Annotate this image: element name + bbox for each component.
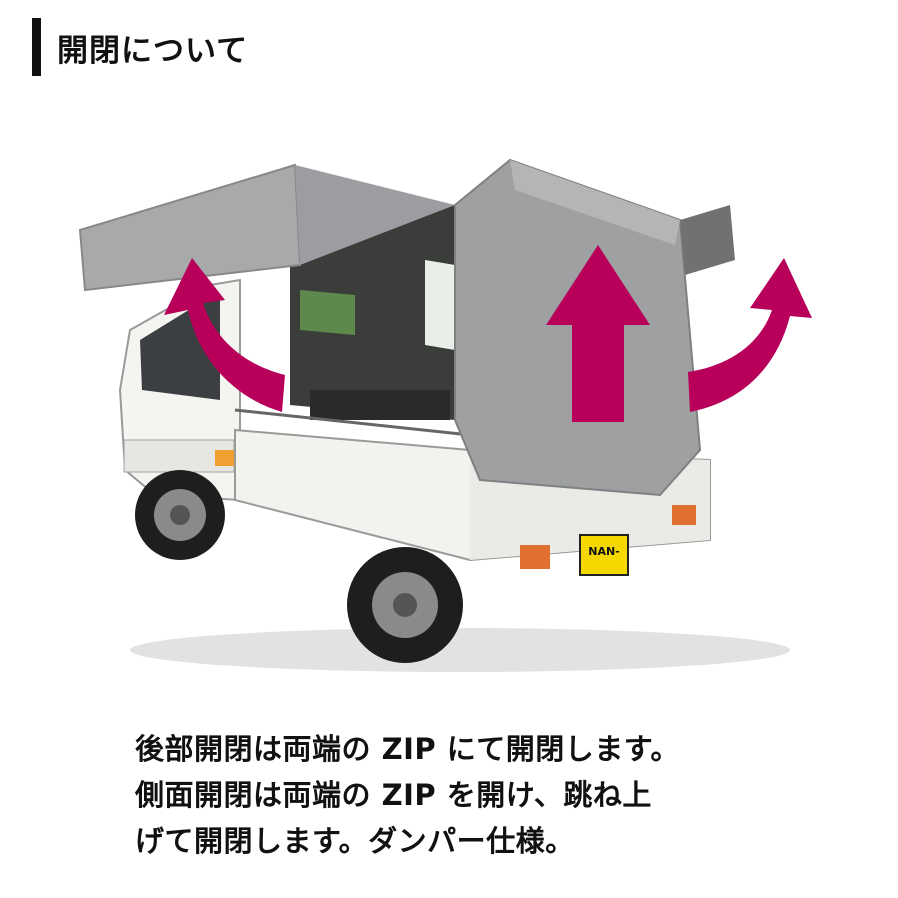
arrow-right-icon xyxy=(688,258,812,412)
rear-wheel xyxy=(347,547,463,663)
arrow-left-icon xyxy=(164,258,285,412)
side-tarp-right xyxy=(680,205,735,275)
section-header: 開閉について xyxy=(32,18,248,76)
ground-shadow xyxy=(130,628,790,672)
license-plate: NAN- xyxy=(588,545,620,558)
header-accent-bar xyxy=(32,18,41,76)
caption-line-2: 側面開閉は両端の ZIP を開け、跳ね上 xyxy=(135,778,652,812)
truck-cab xyxy=(118,278,241,502)
caption-line-3: げて開閉します。ダンパー仕様。 xyxy=(135,824,575,858)
page-title: 開閉について xyxy=(57,32,249,69)
front-wheel xyxy=(135,470,225,560)
truck-photo: NAN- xyxy=(78,158,812,672)
arrow-up-icon xyxy=(546,245,650,422)
caption: 後部開閉は両端の ZIP にて開閉します。 側面開閉は両端の ZIP を開け、跳… xyxy=(135,726,855,864)
caption-line-1: 後部開閉は両端の ZIP にて開閉します。 xyxy=(135,732,680,766)
